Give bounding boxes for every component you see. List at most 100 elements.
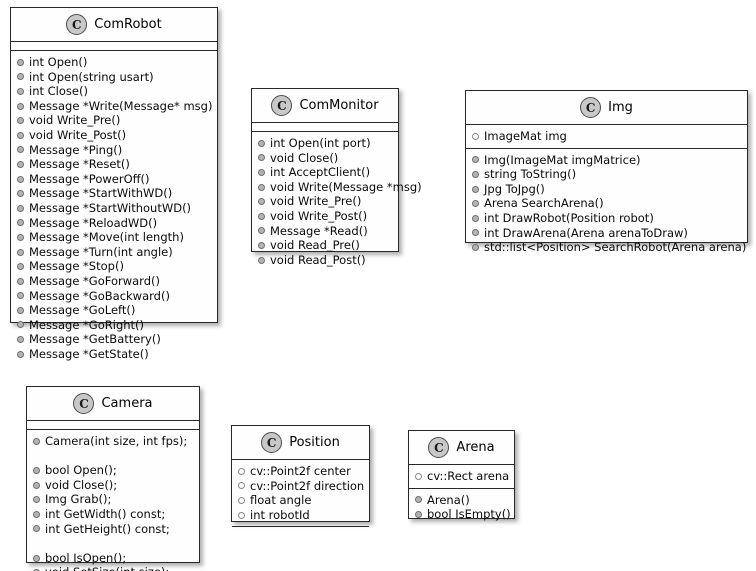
method-row: Message *StartWithWD() xyxy=(17,186,212,201)
method-label: void Write_Pre() xyxy=(29,113,121,128)
visibility-package-circle-icon xyxy=(33,569,40,571)
visibility-package-circle-icon xyxy=(17,277,24,285)
visibility-package-circle-icon xyxy=(17,233,24,241)
method-row: void Write(Message *msg) xyxy=(258,180,422,195)
method-row: Message *Reset() xyxy=(17,157,212,172)
visibility-package-circle-icon xyxy=(17,321,24,329)
class-title-commonitor: ComMonitor xyxy=(299,98,379,113)
attributes-compartment-img: ImageMat img xyxy=(466,125,747,149)
method-label: Img Grab(); xyxy=(45,492,112,507)
method-row: Message *Read() xyxy=(258,224,393,239)
method-label: int Close() xyxy=(29,84,88,99)
method-row: void Write_Pre() xyxy=(17,113,212,128)
attribute-label: int robotId xyxy=(250,507,310,522)
class-title-arena: Arena xyxy=(456,440,495,455)
method-label: Message *Turn(int angle) xyxy=(29,244,173,259)
method-label: Message *Read() xyxy=(270,223,368,238)
method-label: Message *StartWithoutWD() xyxy=(29,200,192,215)
method-label: int Open(string usart) xyxy=(29,69,154,84)
method-label: void Close(); xyxy=(45,477,118,492)
class-title-img: Img xyxy=(608,100,633,115)
visibility-package-circle-icon xyxy=(17,58,24,66)
method-label: int GetHeight() const; xyxy=(45,521,170,536)
attribute-row: cv::Point2f direction xyxy=(238,479,364,494)
method-label: Message *Write(Message* msg) xyxy=(29,98,213,113)
visibility-package-circle-icon xyxy=(17,102,24,110)
method-row: void Read_Post() xyxy=(258,253,393,268)
visibility-package-circle-icon xyxy=(472,229,479,237)
method-row: string ToString() xyxy=(472,167,742,182)
attributes-compartment-arena: cv::Rect arena xyxy=(409,465,514,489)
attribute-label: cv::Point2f direction xyxy=(250,478,365,493)
visibility-public-circle-icon xyxy=(415,472,422,480)
method-row: int Open() xyxy=(17,55,212,70)
visibility-package-circle-icon xyxy=(472,243,479,251)
method-label: int Open() xyxy=(29,55,88,69)
attribute-label: cv::Rect arena xyxy=(427,469,510,483)
method-group-separator xyxy=(33,449,194,464)
method-label: void Write_Post() xyxy=(29,127,127,142)
visibility-package-circle-icon xyxy=(17,73,24,81)
method-row: Img Grab(); xyxy=(33,492,194,507)
visibility-package-circle-icon xyxy=(472,170,479,178)
attribute-label: float angle xyxy=(250,493,312,508)
method-label: int AcceptClient() xyxy=(270,165,371,180)
visibility-package-circle-icon xyxy=(472,200,479,208)
methods-compartment-img: Img(ImageMat imgMatrice)string ToString(… xyxy=(466,149,747,259)
class-badge-icon: C xyxy=(73,393,95,414)
methods-compartment-arena: Arena()bool IsEmpty() xyxy=(409,489,514,526)
visibility-package-circle-icon xyxy=(17,350,24,358)
method-label: Jpg ToJpg() xyxy=(484,181,545,196)
methods-compartment-commonitor: int Open(int port)void Close()int Accept… xyxy=(252,132,422,271)
method-label: Img(ImageMat imgMatrice) xyxy=(484,152,641,167)
method-row: Message *Move(int length) xyxy=(17,230,212,245)
attribute-row: float angle xyxy=(238,493,364,508)
class-badge-icon: C xyxy=(580,97,602,118)
method-row: Jpg ToJpg() xyxy=(472,182,742,197)
visibility-package-circle-icon xyxy=(17,175,24,183)
method-row: bool IsOpen(); xyxy=(33,551,194,566)
method-label: Arena() xyxy=(427,492,470,507)
visibility-package-circle-icon xyxy=(472,214,479,222)
method-row: void Write_Post() xyxy=(17,128,212,143)
method-label: Message *GoBackward() xyxy=(29,288,170,303)
visibility-package-circle-icon xyxy=(33,525,40,533)
visibility-public-circle-icon xyxy=(238,511,245,519)
visibility-public-circle-icon xyxy=(238,467,245,475)
method-label: bool IsOpen(); xyxy=(45,550,127,565)
visibility-public-circle-icon xyxy=(238,496,245,504)
visibility-package-circle-icon xyxy=(258,241,265,249)
method-label: Message *ReloadWD() xyxy=(29,215,158,230)
class-badge-icon: C xyxy=(428,437,450,458)
method-row: Message *PowerOff() xyxy=(17,172,212,187)
attribute-row: cv::Rect arena xyxy=(415,469,509,484)
method-label: Message *GoLeft() xyxy=(29,303,136,318)
class-badge-icon: C xyxy=(261,432,283,453)
methods-compartment-position xyxy=(232,527,369,536)
method-row: Message *GoLeft() xyxy=(17,303,212,318)
method-label: Message *GoForward() xyxy=(29,273,160,288)
method-row: Message *Turn(int angle) xyxy=(17,245,212,260)
method-label: bool IsEmpty() xyxy=(427,507,511,522)
method-label: Message *GetState() xyxy=(29,346,149,361)
method-label: Message *GetBattery() xyxy=(29,332,161,347)
class-header-img: C Img xyxy=(466,91,747,125)
methods-compartment-comrobot: int Open()int Open(string usart)int Clos… xyxy=(11,51,217,365)
method-row: void Write_Post() xyxy=(258,209,393,224)
class-badge-icon: C xyxy=(271,95,293,116)
method-row: bool IsEmpty() xyxy=(415,507,511,522)
method-label: void SetSize(int size); xyxy=(45,565,169,571)
visibility-package-circle-icon xyxy=(258,227,265,235)
visibility-package-circle-icon xyxy=(17,292,24,300)
method-label: Message *Stop() xyxy=(29,259,124,274)
